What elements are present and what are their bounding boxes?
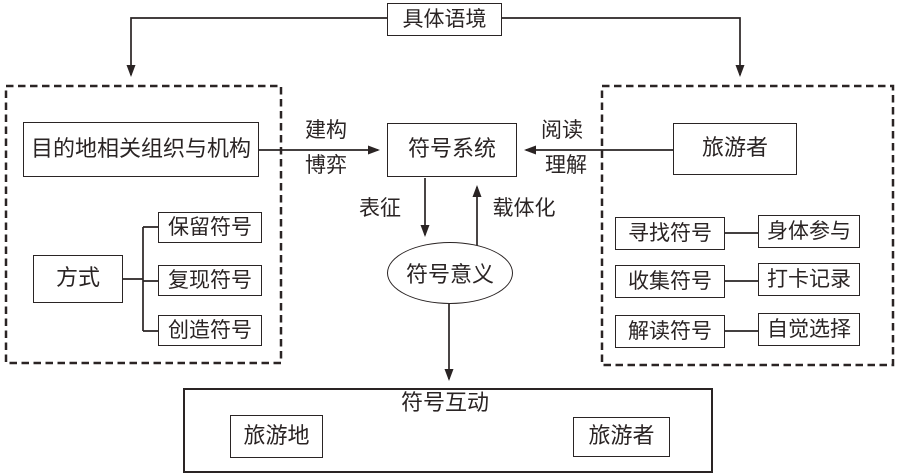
action-seek-box: 寻找符号 xyxy=(615,217,725,250)
left-dashed-panel xyxy=(4,84,283,365)
edge-label-construct: 建构 xyxy=(305,118,347,142)
method-box: 方式 xyxy=(33,255,123,303)
edge-label-game: 博弈 xyxy=(305,153,347,177)
arrow-context-to-right-panel xyxy=(502,17,745,77)
method-tree-connector xyxy=(123,226,158,332)
arrow-context-to-left-panel xyxy=(126,17,387,77)
edge-label-understand: 理解 xyxy=(545,153,587,177)
result-choice-box: 自觉选择 xyxy=(758,313,860,346)
interaction-label: 符号互动 xyxy=(400,391,489,416)
method-item-retain: 保留符号 xyxy=(158,212,262,243)
context-box: 具体语境 xyxy=(387,3,502,36)
destination-org-box: 目的地相关组织与机构 xyxy=(23,122,259,177)
method-item-reproduce: 复现符号 xyxy=(158,265,262,296)
edge-label-carrierize: 载体化 xyxy=(492,196,556,220)
edge-label-read: 阅读 xyxy=(541,118,583,142)
action-interpret-box: 解读符号 xyxy=(615,315,725,348)
symbol-meaning-ellipse: 符号意义 xyxy=(387,242,513,304)
right-dashed-panel xyxy=(600,84,895,367)
result-participation-box: 身体参与 xyxy=(758,215,860,248)
edge-label-represent: 表征 xyxy=(359,196,401,220)
tourist-box: 旅游者 xyxy=(673,123,797,175)
destination-bottom-box: 旅游地 xyxy=(230,415,323,458)
action-collect-box: 收集符号 xyxy=(615,265,725,298)
result-checkin-box: 打卡记录 xyxy=(758,263,860,296)
symbol-system-box: 符号系统 xyxy=(387,123,517,177)
tourist-bottom-box: 旅游者 xyxy=(573,417,670,457)
method-item-create: 创造符号 xyxy=(158,315,262,346)
